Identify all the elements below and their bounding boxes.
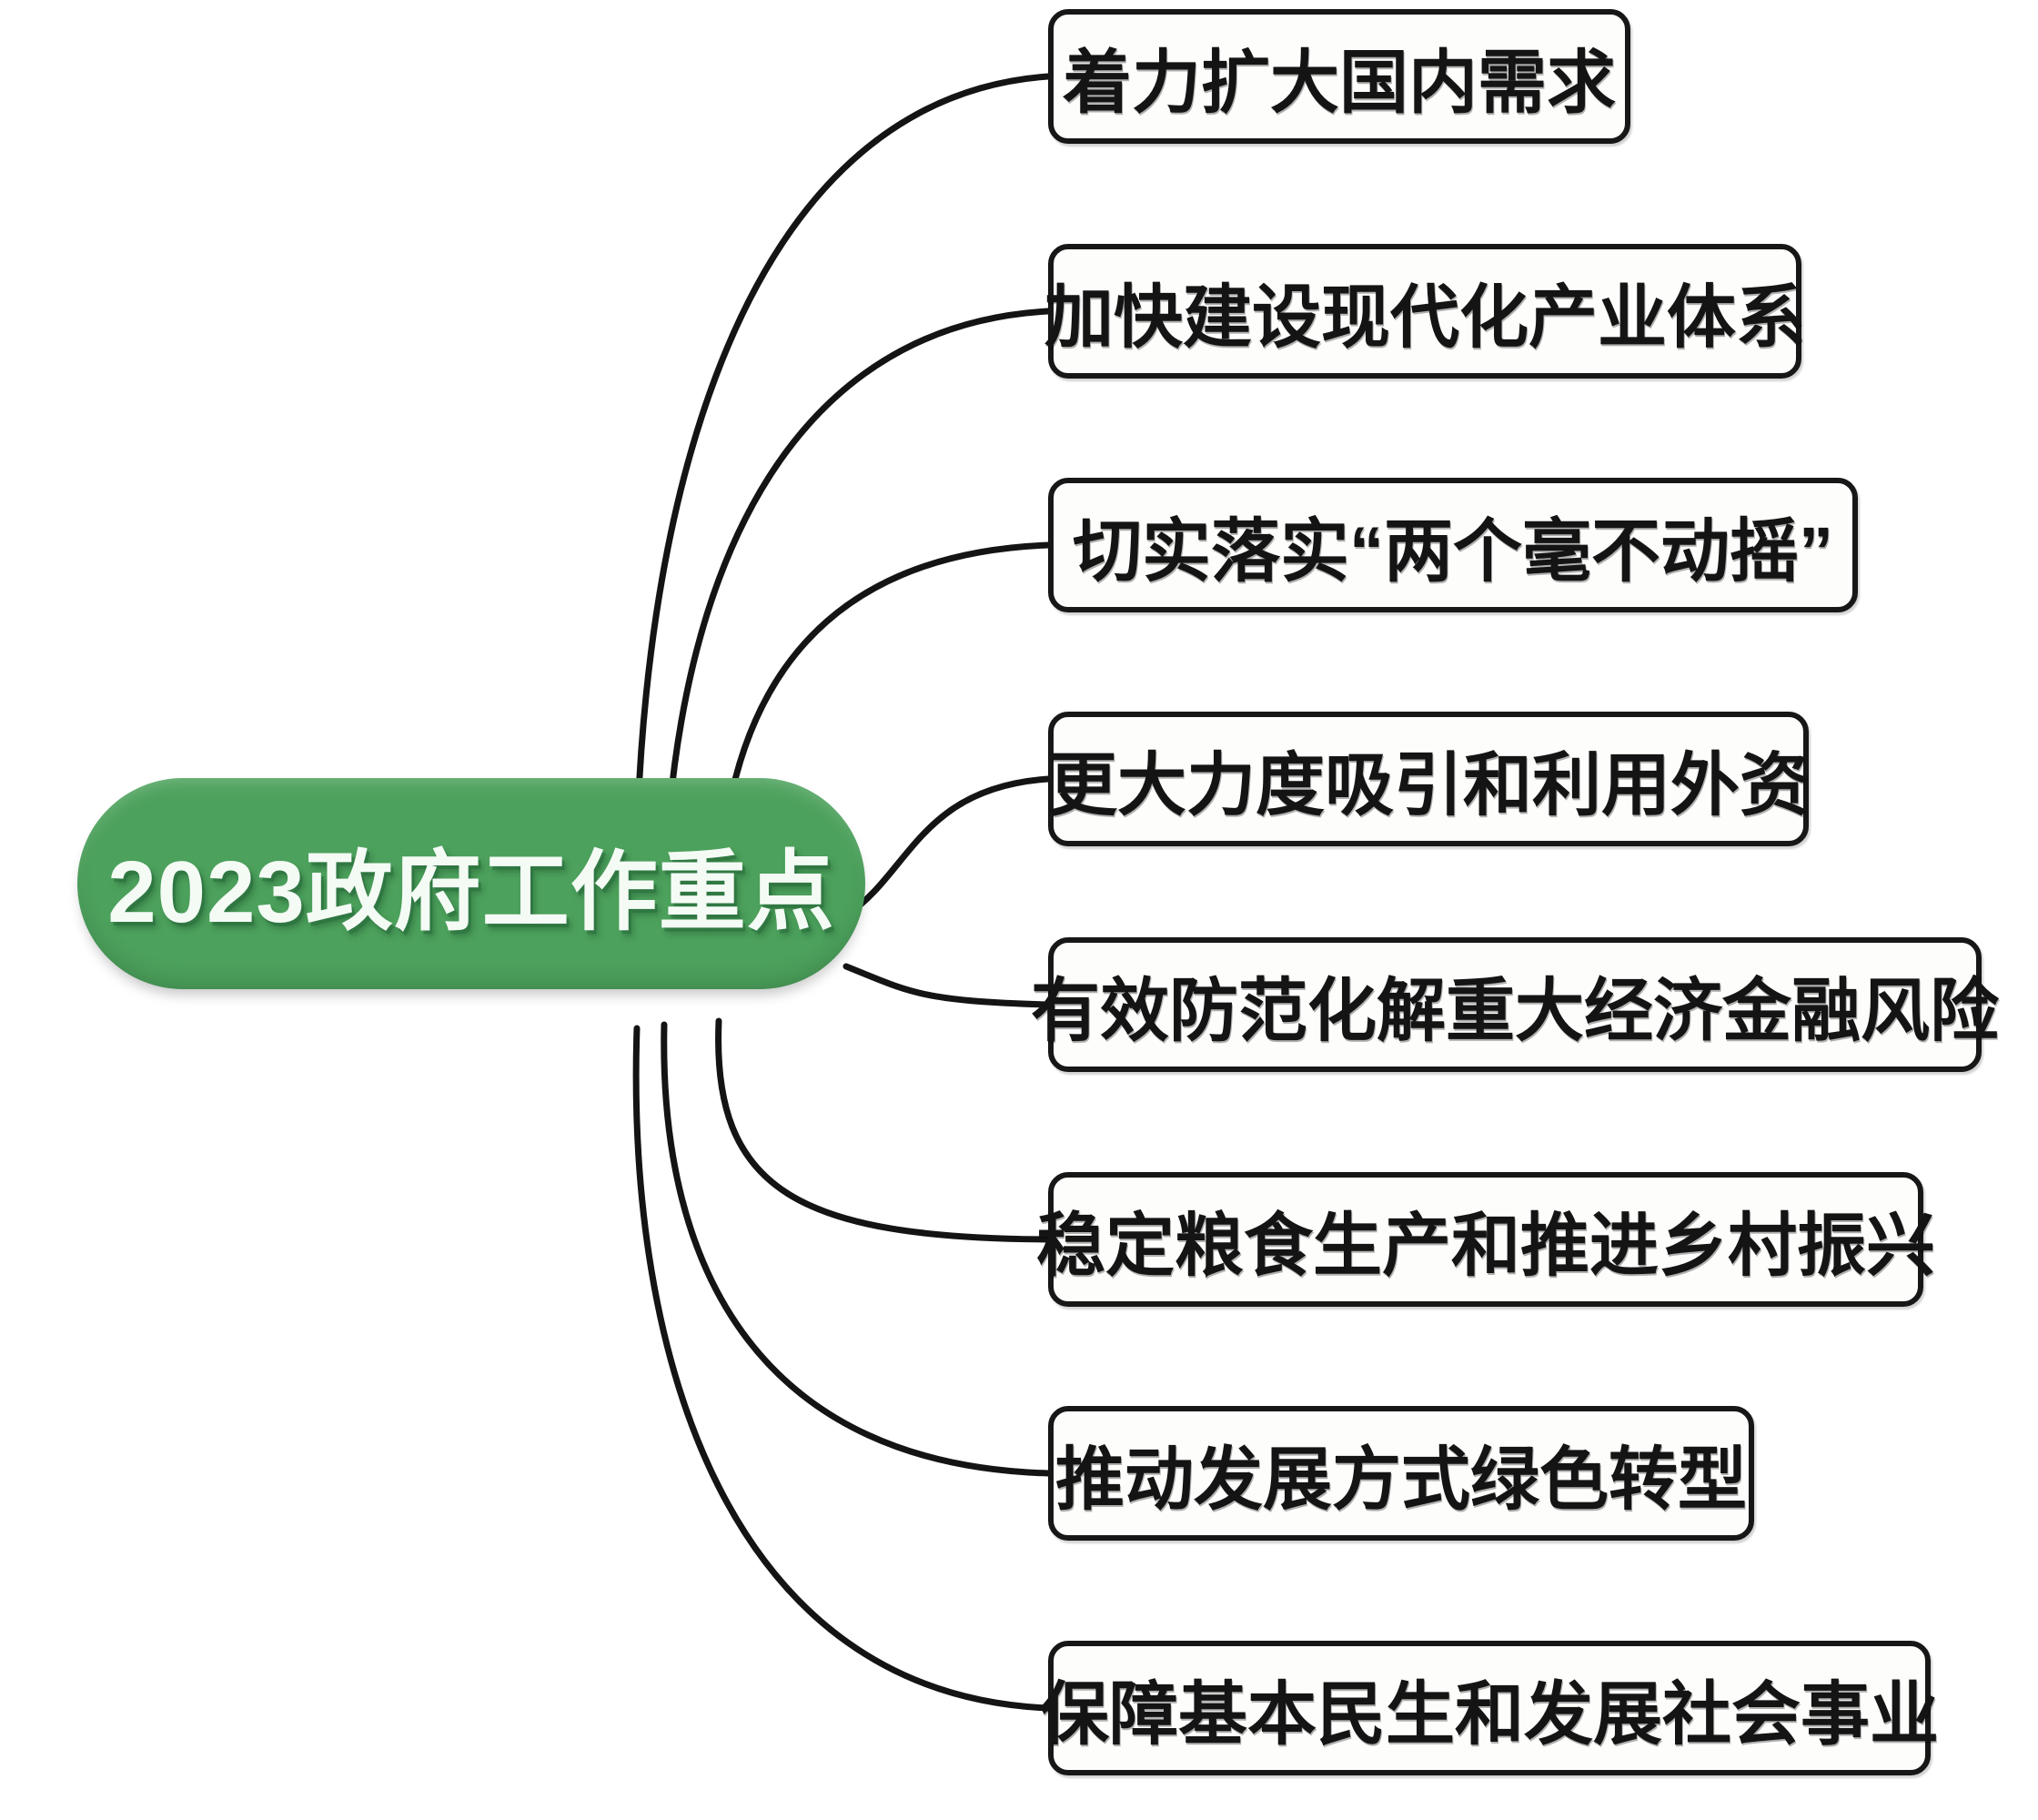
connector-root-to-4 xyxy=(842,775,1052,919)
branch-node-5-label: 有效防范化解重大经济金融风险 xyxy=(1031,973,1999,1050)
branch-node-3[interactable]: 切实落实“两个毫不动摇” xyxy=(1048,478,1858,612)
branch-node-4-label: 更大力度吸引和利用外资 xyxy=(1048,747,1809,824)
root-node[interactable]: 2023政府工作重点 xyxy=(77,778,865,989)
branch-node-8-label: 保障基本民生和发展社会事业 xyxy=(1040,1676,1939,1754)
connector-root-to-7 xyxy=(661,1021,1052,1477)
branch-node-7[interactable]: 推动发展方式绿色转型 xyxy=(1048,1406,1754,1541)
branch-node-7-label: 推动发展方式绿色转型 xyxy=(1055,1441,1747,1519)
branch-node-4[interactable]: 更大力度吸引和利用外资 xyxy=(1048,712,1809,846)
branch-node-2-label: 加快建设现代化产业体系 xyxy=(1044,279,1805,357)
connector-root-to-8 xyxy=(632,1025,1052,1712)
branch-node-2[interactable]: 加快建设现代化产业体系 xyxy=(1044,244,1805,379)
branch-node-6-label: 稳定粮食生产和推进乡村振兴 xyxy=(1036,1208,1935,1285)
branch-node-1[interactable]: 着力扩大国内需求 xyxy=(1048,9,1630,144)
branch-node-1-label: 着力扩大国内需求 xyxy=(1063,45,1616,122)
connector-root-to-6 xyxy=(715,1017,1052,1243)
root-node-label: 2023政府工作重点 xyxy=(107,843,835,941)
branch-node-6[interactable]: 稳定粮食生产和推进乡村振兴 xyxy=(1036,1172,1935,1307)
branch-node-3-label: 切实落实“两个毫不动摇” xyxy=(1073,513,1833,591)
branch-node-8[interactable]: 保障基本民生和发展社会事业 xyxy=(1040,1641,1939,1775)
branch-node-5[interactable]: 有效防范化解重大经济金融风险 xyxy=(1031,937,1999,1072)
connector-root-to-5 xyxy=(842,963,1052,1008)
